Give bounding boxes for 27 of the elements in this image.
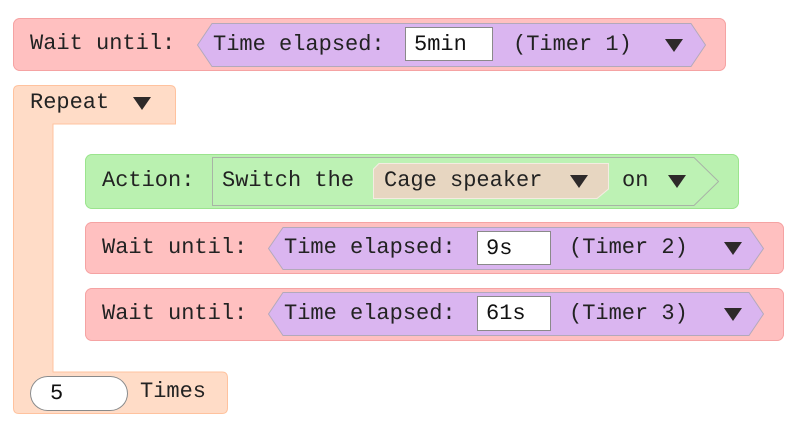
block-label: Repeat <box>30 91 110 115</box>
input-field: 5min <box>405 27 493 61</box>
block-label: (Timer 2) <box>569 236 688 260</box>
block-label: Wait until: <box>102 302 248 326</box>
wait-block <box>13 18 726 71</box>
input-field: 9s <box>477 231 551 265</box>
block-label: (Timer 1) <box>513 33 632 57</box>
block-label: Action: <box>102 169 194 193</box>
block-label: Time elapsed: <box>284 302 456 326</box>
timer-condition-block <box>268 292 764 336</box>
action-block <box>85 154 739 209</box>
input-field: 61s <box>477 296 551 331</box>
block-label: Wait until: <box>30 32 176 56</box>
block-label: Time elapsed: <box>284 236 456 260</box>
block-label: Time elapsed: <box>213 33 385 57</box>
block-label: on <box>622 169 648 193</box>
timer-condition-block <box>197 23 706 67</box>
timer-condition-block <box>268 227 764 270</box>
block-label: Times <box>140 380 206 404</box>
input-field: 5 <box>30 376 128 411</box>
wait-block <box>85 288 784 341</box>
block-label: (Timer 3) <box>569 302 688 326</box>
block-label: Wait until: <box>102 236 248 260</box>
block-label: Switch the <box>222 169 354 193</box>
dropdown-menu: Cage speaker <box>373 163 609 199</box>
wait-block <box>85 222 784 274</box>
switch-action-block <box>212 157 719 206</box>
